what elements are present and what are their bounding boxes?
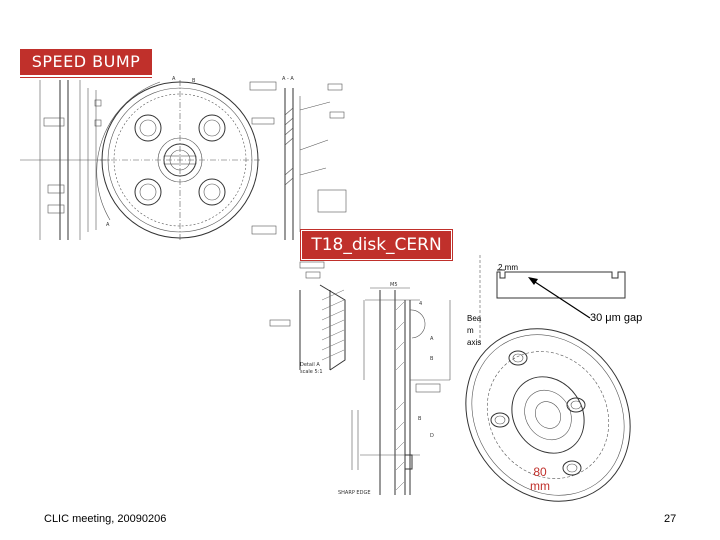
eighty-mm-annotation: 80 mm: [530, 465, 550, 493]
speed-bump-underline: [20, 77, 152, 78]
svg-text:A: A: [106, 222, 110, 228]
svg-text:M5: M5: [390, 282, 398, 288]
svg-text:B: B: [418, 416, 422, 422]
svg-text:Detail A: Detail A: [300, 362, 320, 368]
section-a-a-drawing: A - A: [249, 76, 347, 240]
svg-text:B: B: [430, 356, 434, 362]
disk-front-view: A B A: [96, 76, 260, 240]
disk-perspective-view: [465, 328, 631, 502]
beam-axis-annotation: Bea m axis: [467, 314, 482, 347]
gap-annotation: 30 μm gap: [590, 312, 643, 324]
svg-text:A: A: [172, 76, 176, 82]
gap-profile-drawing: [479, 255, 626, 345]
footer-meeting: CLIC meeting, 20090206: [44, 513, 167, 525]
svg-text:A: A: [430, 336, 434, 342]
page-number: 27: [664, 513, 677, 525]
side-profile-drawing: [20, 80, 110, 240]
svg-text:B: B: [192, 78, 196, 84]
svg-text:A - A: A - A: [282, 76, 294, 82]
svg-text:D: D: [430, 433, 434, 439]
two-mm-annotation: 2 mm: [498, 263, 518, 272]
disk-section-drawing: M5 4 A B D B SHARP EDGE: [338, 282, 451, 496]
speed-bump-label: SPEED BUMP: [20, 49, 152, 75]
t18-disk-label: T18_disk_CERN: [300, 229, 453, 261]
svg-text:4: 4: [419, 301, 422, 307]
svg-text:SHARP EDGE: SHARP EDGE: [338, 490, 370, 496]
detail-cross-section: Detail A scale 5:1: [269, 261, 346, 375]
svg-text:scale 5:1: scale 5:1: [300, 369, 323, 375]
